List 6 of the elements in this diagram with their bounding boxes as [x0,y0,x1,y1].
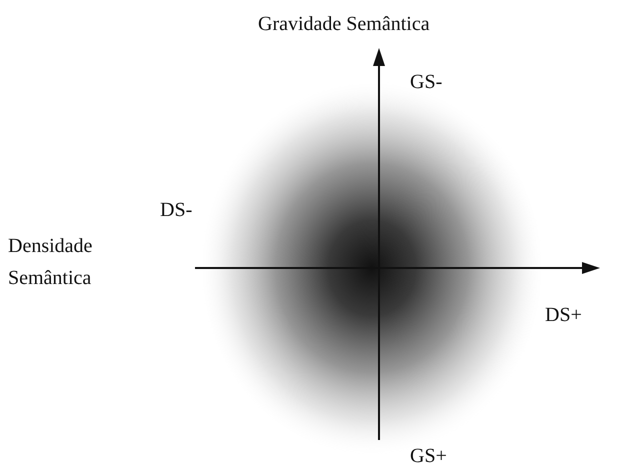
axis-pole-label: GS- [410,70,442,95]
axis-pole-label: GS+ [410,444,447,469]
axis-pole-label: DS- [160,198,192,223]
axis-title: Densidade Semântica [8,234,94,291]
axis-pole-label: DS+ [545,303,582,328]
axis-title: Gravidade Semântica [258,12,430,37]
